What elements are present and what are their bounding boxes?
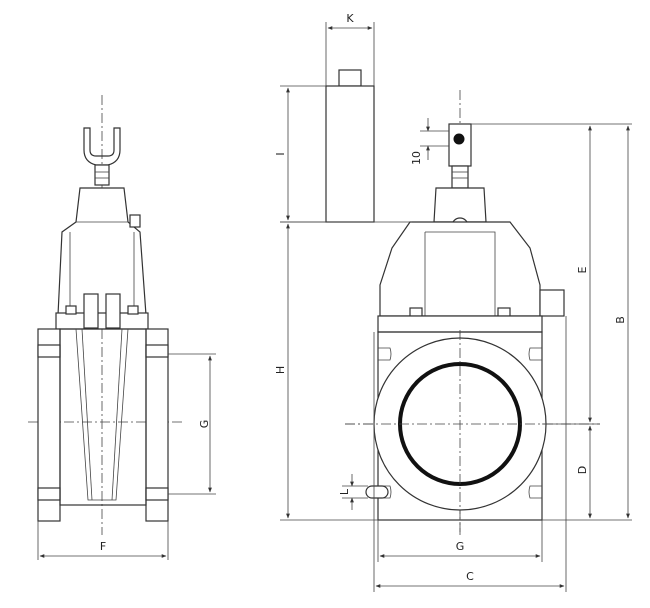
front-view: K I H 10 E D B L — [274, 12, 632, 592]
side-bonnet-boss — [129, 214, 141, 228]
dimension-label-c: C — [466, 570, 474, 583]
side-view: G F — [28, 95, 216, 560]
dimension-label-10: 10 — [410, 151, 423, 165]
stem-coupling — [451, 165, 469, 189]
side-wedge — [75, 328, 129, 501]
yoke — [433, 187, 487, 223]
bolt-slot — [365, 485, 389, 499]
actuator-cap — [338, 69, 362, 87]
side-body — [59, 328, 147, 506]
stem-fork — [83, 127, 121, 166]
dimension-label-g-side: G — [198, 420, 211, 429]
dimension-label-e: E — [576, 266, 589, 273]
dimension-label-f: F — [100, 540, 106, 553]
dimension-label-d: D — [576, 466, 589, 474]
dimension-label-k: K — [346, 12, 354, 25]
dimension-label-g-front: G — [456, 540, 465, 553]
stem-nut — [94, 164, 110, 186]
bonnet-side-boss — [539, 289, 565, 317]
dimension-label-h: H — [274, 366, 287, 374]
stem-indicator — [448, 123, 472, 167]
actuator-body — [325, 85, 375, 223]
side-bonnet-flange — [55, 312, 149, 330]
front-bonnet-flange — [377, 315, 543, 333]
dimension-label-b: B — [614, 316, 627, 324]
position-indicator-dot — [453, 133, 465, 145]
front-bonnet — [379, 221, 541, 317]
dimension-label-l: L — [338, 488, 351, 495]
dimension-label-i: I — [274, 152, 287, 155]
side-bonnet — [57, 187, 147, 316]
